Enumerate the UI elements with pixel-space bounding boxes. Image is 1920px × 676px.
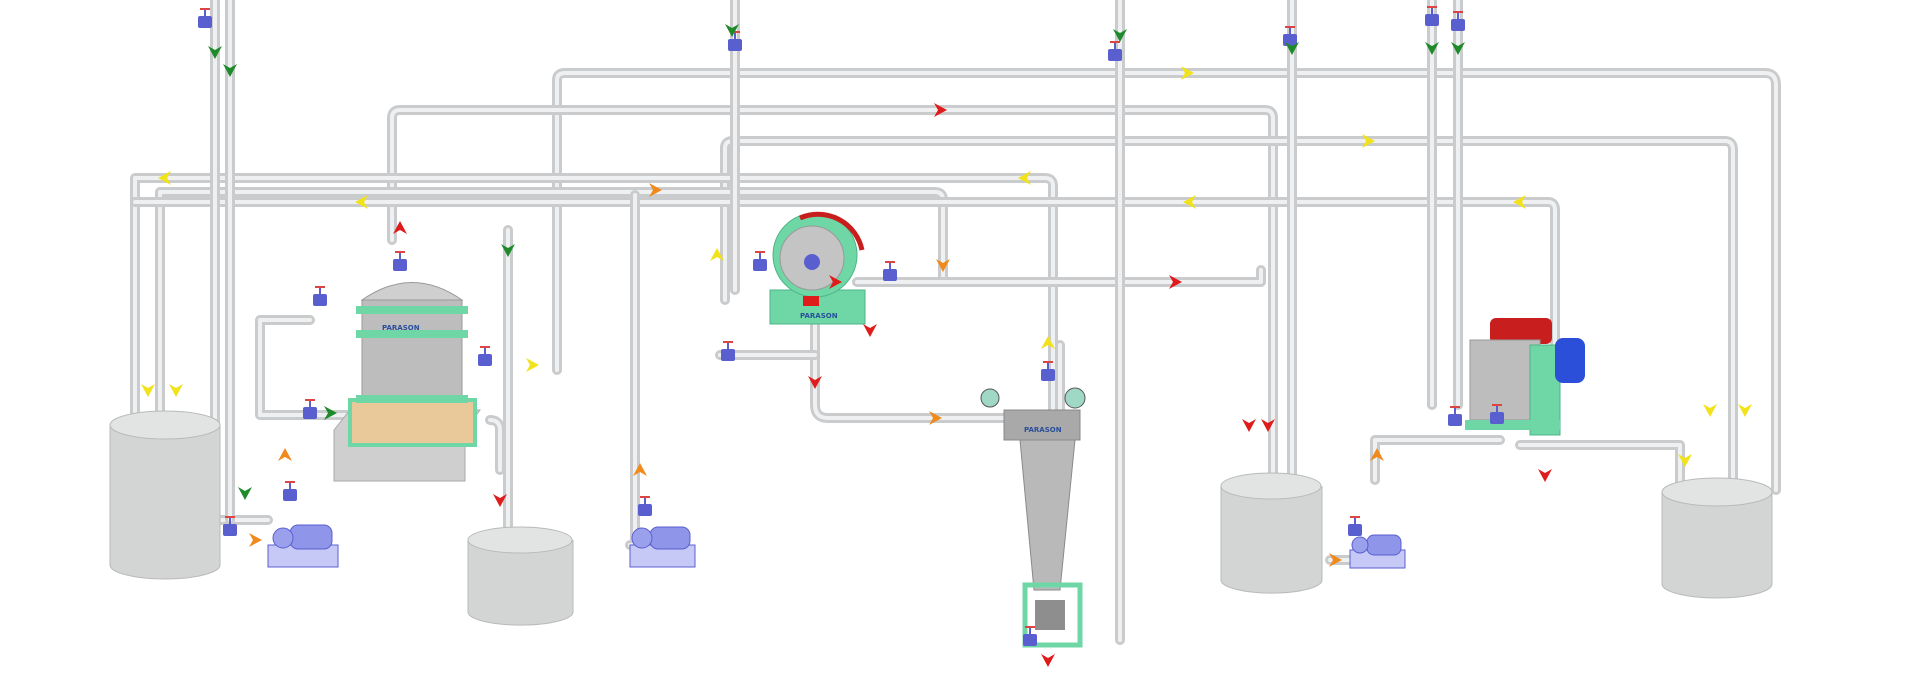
valve[interactable] [283,481,297,501]
pipe-segment [813,322,1006,420]
flow-arrow-stock-red [1242,419,1256,432]
pipe-segment [130,173,1058,425]
flow-arrow-stock-orange [633,463,647,476]
pressure-screen: PARASON [333,282,481,482]
pipe-segment [1373,438,1502,482]
flow-arrow-stock-orange [936,259,950,272]
pipe-segment [1515,440,1685,495]
pipe-segment [390,108,1275,482]
flow-arrow-stock-yellow [710,248,724,261]
flow-arrow-stock-red [393,221,407,234]
pipe-network [130,0,1781,645]
pump-2 [629,526,696,568]
flow-arrow-fresh-water [208,46,222,59]
valve[interactable] [1425,6,1439,26]
flow-arrow-fresh-water [1451,42,1465,55]
tank-2 [467,526,574,626]
flow-arrow-stock-yellow [1041,336,1055,349]
pump-1 [267,524,339,568]
tank-4 [1661,477,1773,599]
flow-arrow-stock-orange [249,533,262,547]
flow-arrow-stock-yellow [1703,404,1717,417]
flow-arrow-stock-red [1041,654,1055,667]
flow-arrow-stock-red [1169,275,1182,289]
valve[interactable] [1348,516,1362,536]
flow-arrow-fresh-water [1425,42,1439,55]
flow-arrow-stock-red [1261,419,1275,432]
flow-arrow-stock-red [493,494,507,507]
flow-arrow-fresh-water [238,487,252,500]
valve[interactable] [478,346,492,366]
drum-pulper: PARASON [769,211,866,325]
pipe-segment [210,0,273,525]
valve[interactable] [753,251,767,271]
valves [198,6,1504,646]
flow-arrows [141,24,1752,667]
brand-logo: PARASON [800,312,838,320]
pipe-segment [1370,435,1505,485]
pipe-segment [213,0,270,522]
flow-arrow-stock-orange [1370,448,1384,461]
flow-arrow-fresh-water [223,64,237,77]
valve[interactable] [303,399,317,419]
pipe-segment [810,319,1009,423]
valve[interactable] [198,8,212,28]
tank-1 [109,410,221,580]
flow-arrow-stock-yellow [1513,195,1526,209]
brand-logo: PARASON [382,324,420,332]
pipe-segment [855,268,1263,284]
brand-logo: PARASON [1024,426,1062,434]
flow-arrow-stock-yellow [141,384,155,397]
valve[interactable] [638,496,652,516]
pipe-segment [1518,443,1682,492]
tank-3 [1220,472,1323,594]
pipe-segment [133,200,1557,402]
valve[interactable] [223,516,237,536]
pipe-segment [723,139,1735,492]
flow-arrow-stock-yellow [355,195,368,209]
valve[interactable] [1108,41,1122,61]
flow-arrow-stock-yellow [1183,195,1196,209]
valve[interactable] [1490,404,1504,424]
centricleaner: PARASON [980,387,1086,648]
flow-arrow-stock-yellow [1678,454,1692,467]
valve[interactable] [721,341,735,361]
pump-3 [1349,534,1406,569]
pipe-segment [488,418,502,472]
flow-arrow-stock-orange [278,448,292,461]
flow-arrow-fresh-water [725,24,739,37]
flow-arrow-fresh-water [1285,42,1299,55]
flow-arrow-stock-orange [649,183,662,197]
valve[interactable] [393,251,407,271]
flow-arrow-stock-yellow [526,358,539,372]
flow-arrow-stock-red [934,103,947,117]
refiner-machine [1465,318,1585,436]
flow-arrow-stock-red [863,324,877,337]
valve[interactable] [1448,406,1462,426]
flow-arrow-stock-yellow [1738,404,1752,417]
valve[interactable] [1451,11,1465,31]
flow-arrow-stock-yellow [158,171,171,185]
flow-arrow-stock-red [829,275,842,289]
flow-arrow-stock-yellow [169,384,183,397]
flow-arrow-stock-red [808,376,822,389]
valve[interactable] [883,261,897,281]
flow-arrow-stock-orange [1329,553,1342,567]
pipe-segment [555,71,1778,492]
flow-arrow-stock-yellow [1362,134,1375,148]
pipe-segment [133,176,1055,422]
flow-arrow-fresh-water [1113,29,1127,42]
flow-arrow-stock-orange [929,411,942,425]
flow-arrow-stock-red [1538,469,1552,482]
valve[interactable] [1041,361,1055,381]
flow-arrow-stock-yellow [1181,66,1194,80]
flow-arrow-fresh-water [501,244,515,257]
valve[interactable] [1023,626,1037,646]
flow-arrow-fresh-water [324,406,337,420]
flow-arrow-stock-yellow [1018,171,1031,185]
valve[interactable] [313,286,327,306]
